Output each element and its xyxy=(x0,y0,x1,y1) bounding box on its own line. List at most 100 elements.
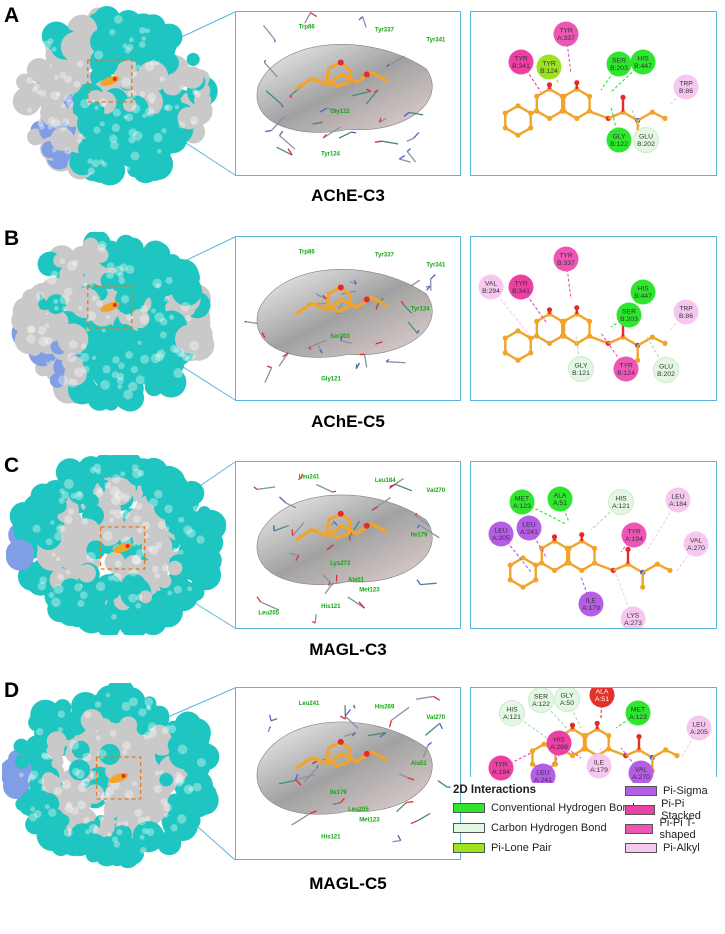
surface-blob xyxy=(149,724,169,744)
surface-highlight xyxy=(62,306,67,312)
surface-highlight xyxy=(94,105,99,111)
residue-label: VAL xyxy=(635,767,648,774)
surface-highlight xyxy=(190,115,199,125)
surface-highlight xyxy=(59,123,68,132)
surface-highlight xyxy=(57,710,66,718)
residue-stick xyxy=(355,362,361,370)
surface-highlight xyxy=(111,836,119,843)
residue-stick xyxy=(244,320,259,325)
surface-highlight xyxy=(36,89,42,95)
residue-stick xyxy=(433,695,441,701)
residue-label: B:86 xyxy=(679,313,693,320)
residue-stick xyxy=(340,797,345,804)
surface-highlight xyxy=(102,564,107,569)
residue-label: LEU xyxy=(536,770,549,777)
interaction-line xyxy=(548,66,560,85)
surface-highlight xyxy=(60,103,66,109)
surface-blob xyxy=(57,323,89,355)
surface-highlight xyxy=(149,98,156,104)
surface-highlight xyxy=(100,380,110,390)
surface-blob xyxy=(185,582,200,597)
protein-surface-c xyxy=(6,455,226,635)
surface-highlight xyxy=(38,336,49,347)
surface-highlight xyxy=(76,491,83,497)
legend-label: Pi-Pi T-shaped xyxy=(659,816,696,841)
surface-highlight xyxy=(44,336,53,345)
residue-stick xyxy=(367,732,387,737)
residue-stick xyxy=(395,483,412,492)
surface-blob xyxy=(66,786,91,811)
surface-highlight xyxy=(113,14,123,24)
surface-highlight xyxy=(154,312,165,323)
residue-label: B:202 xyxy=(637,141,655,148)
residue-stick xyxy=(353,280,358,285)
residue-stick xyxy=(422,744,429,758)
residue-stick xyxy=(416,695,434,700)
surface-highlight xyxy=(193,782,202,792)
residue-stick xyxy=(396,801,408,813)
surface-highlight xyxy=(50,90,60,101)
surface-highlight xyxy=(37,325,47,335)
residue-stick xyxy=(282,352,289,358)
surface-highlight xyxy=(70,493,77,499)
residue-label: TRP xyxy=(679,81,693,88)
residue-stick xyxy=(332,490,337,493)
residue-stick xyxy=(322,126,341,139)
residue-stick xyxy=(310,12,318,18)
panel-letter-a: A xyxy=(4,4,20,27)
surface-highlight xyxy=(80,352,90,362)
surface-highlight xyxy=(178,516,185,523)
legend-item-pi-sigma: Pi-Sigma xyxy=(625,784,708,797)
surface-highlight xyxy=(135,602,142,609)
pocket-residue-label: Ala51 xyxy=(348,578,365,584)
surface-highlight xyxy=(117,272,124,279)
surface-highlight xyxy=(116,376,124,385)
residue-stick xyxy=(349,281,357,285)
surface-highlight xyxy=(55,91,61,97)
surface-blob xyxy=(52,585,65,598)
surface-highlight xyxy=(147,722,157,732)
surface-highlight xyxy=(95,581,106,592)
residue-label: SER xyxy=(534,694,548,701)
surface-highlight xyxy=(136,527,143,534)
residue-label: A:123 xyxy=(629,714,647,721)
residue-label: ALA xyxy=(554,493,567,500)
surface-highlight xyxy=(138,41,146,48)
surface-highlight xyxy=(143,732,151,740)
surface-blob xyxy=(77,593,106,623)
surface-blob xyxy=(59,264,80,286)
residue-stick xyxy=(312,121,323,125)
surface-highlight xyxy=(144,533,150,539)
residue-stick xyxy=(267,727,271,733)
surface-highlight xyxy=(120,509,130,520)
legend-label: Pi-Sigma xyxy=(663,784,708,797)
surface-highlight xyxy=(38,124,45,130)
surface-highlight xyxy=(131,542,136,547)
ligand-site-box xyxy=(95,756,142,800)
surface-highlight xyxy=(138,708,147,717)
surface-highlight xyxy=(49,360,54,365)
surface-highlight xyxy=(139,314,149,325)
surface-highlight xyxy=(159,770,164,775)
surface-blob xyxy=(167,259,199,291)
pocket-residue-label: Tyr337 xyxy=(375,253,395,259)
residue-label: B:447 xyxy=(634,293,652,300)
residue-stick xyxy=(287,148,293,156)
surface-highlight xyxy=(57,573,64,581)
residue-stick xyxy=(416,329,420,334)
surface-highlight xyxy=(130,151,140,161)
surface-highlight xyxy=(86,311,97,321)
surface-highlight xyxy=(170,344,179,353)
residue-label: A:205 xyxy=(492,535,510,542)
surface-highlight xyxy=(79,591,88,599)
residue-label: A:50 xyxy=(560,700,574,707)
surface-blob xyxy=(43,309,69,335)
ligand-sticks xyxy=(295,738,389,770)
